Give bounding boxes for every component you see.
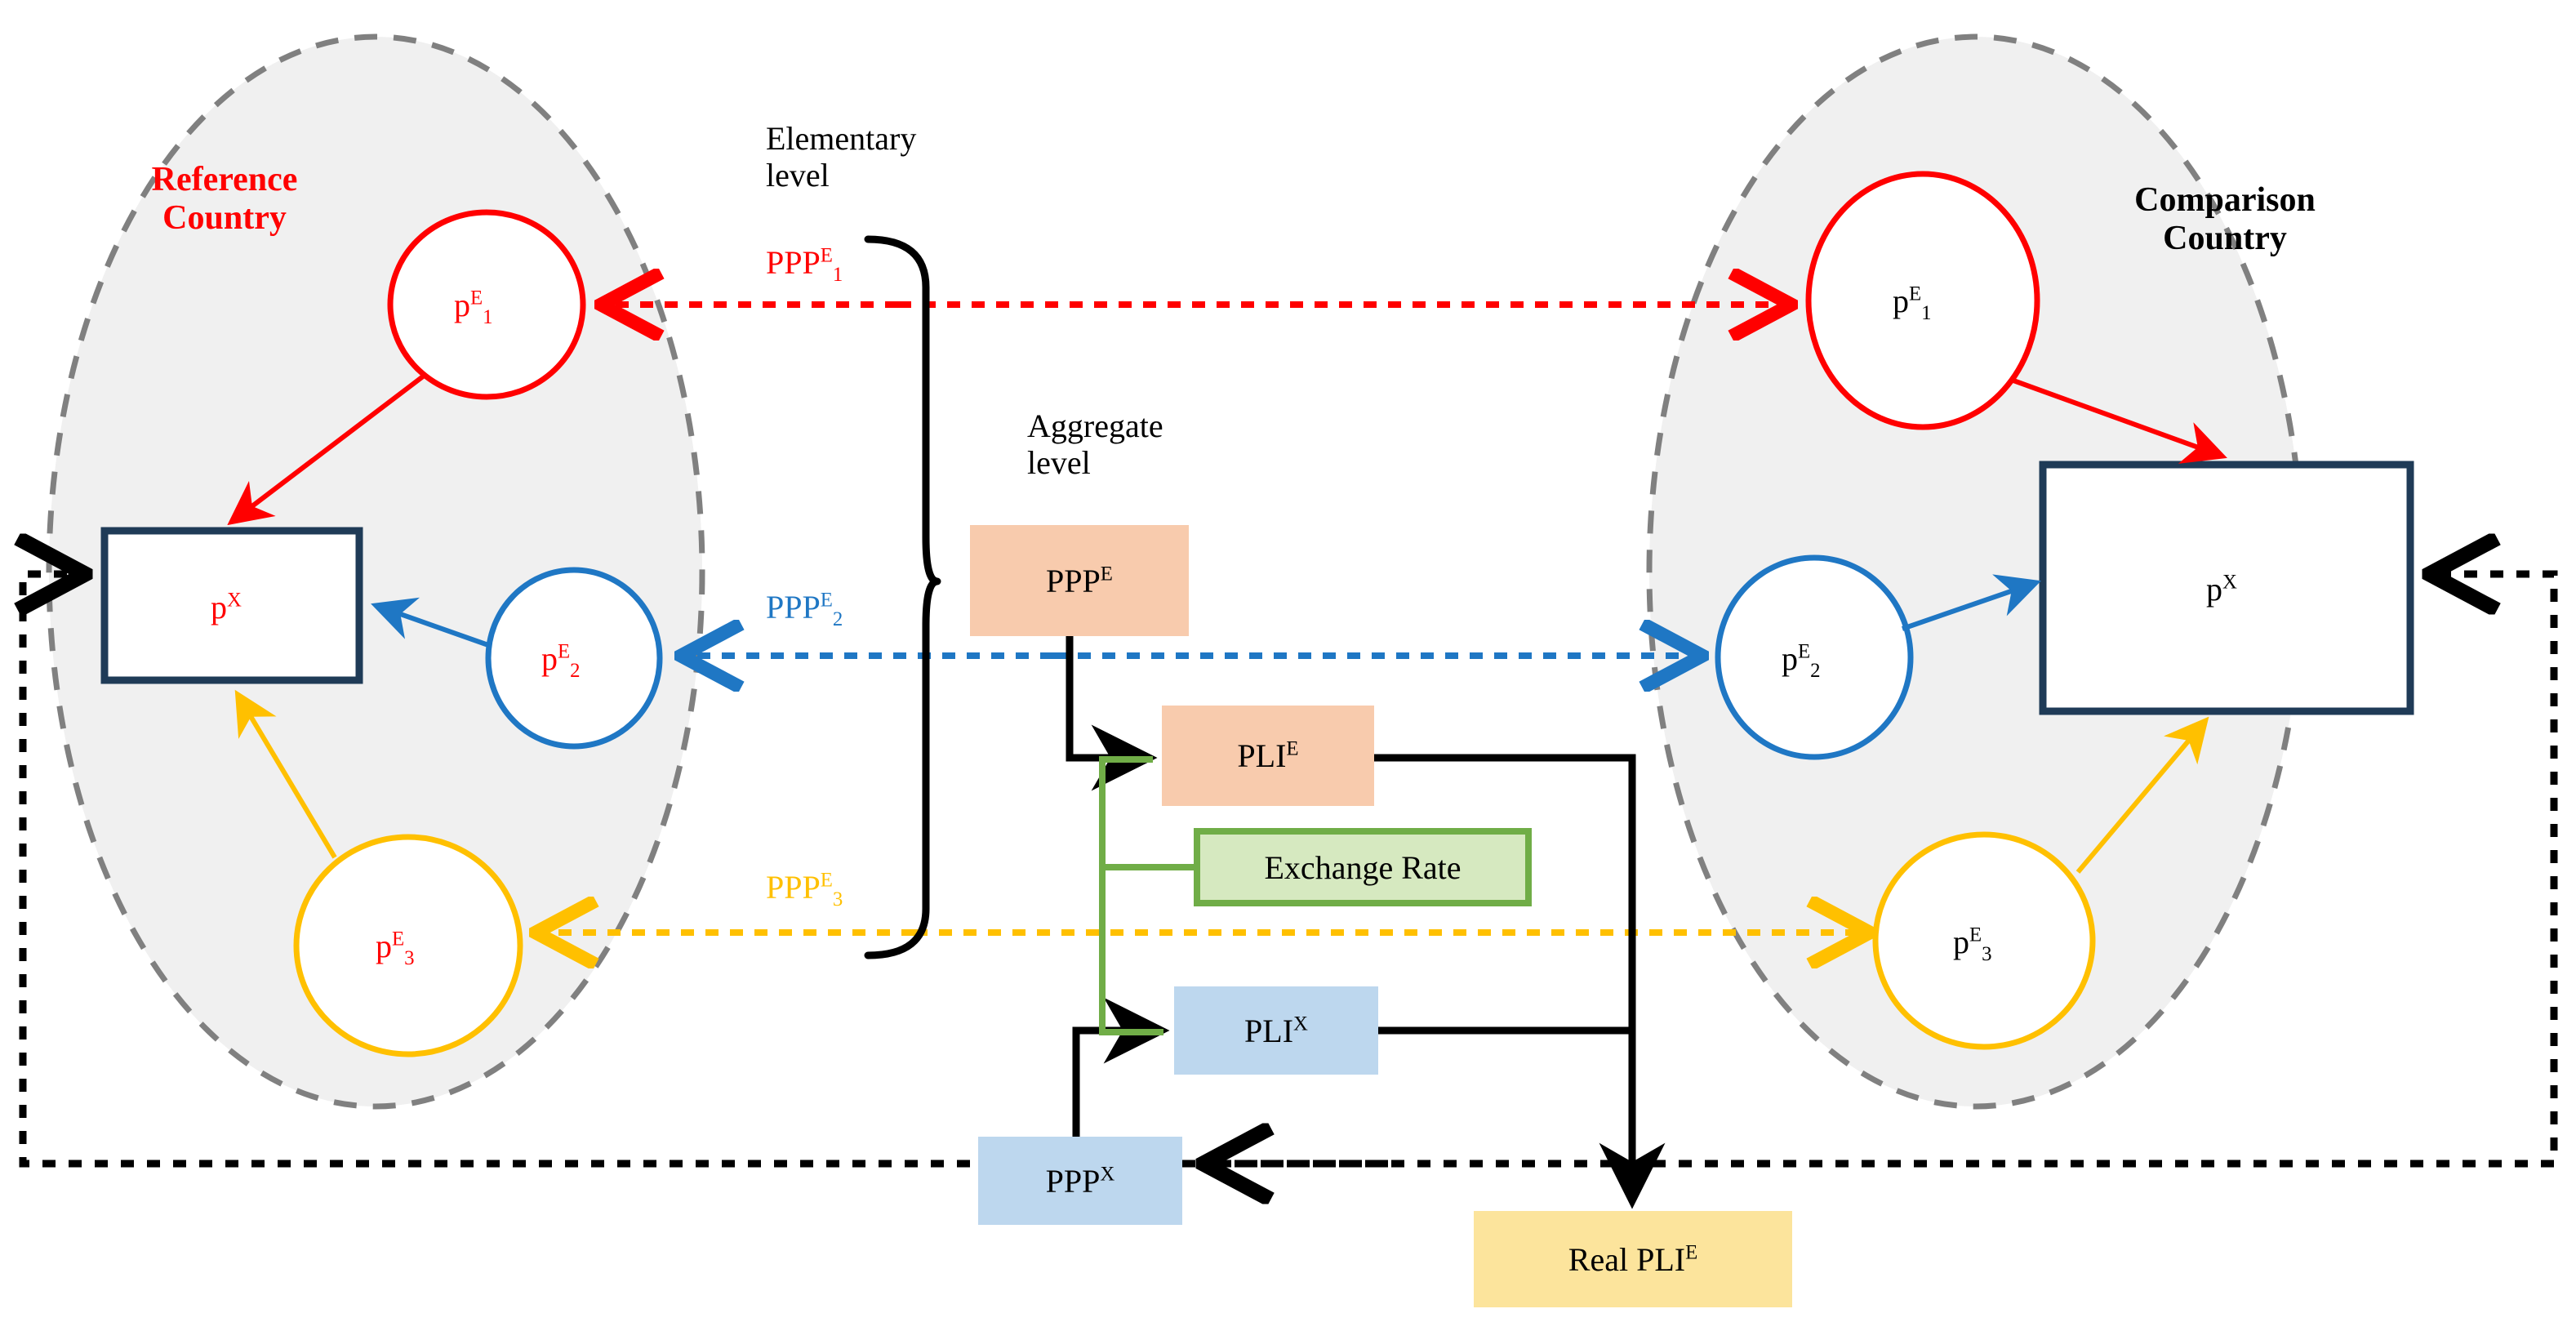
comparison-country-label: Comparison Country [2134,181,2316,258]
ref-p-E-2-ellipse [485,567,663,750]
elementary-level-label: Elementary level [766,120,917,194]
feedback-loop-right [1182,574,2558,1168]
pli-x-box-rect[interactable] [1174,986,1378,1075]
ref-p-E-3-label: pE3 [376,928,415,969]
cmp-p-E-1-label: pE1 [1893,283,1932,324]
cmp-arrow-pE3-to-pX [2075,716,2209,874]
ref-arrow-pE2-to-pX [371,597,489,648]
exchange-rate-box-rect[interactable] [1194,828,1532,906]
cmp-p-E-2-label: pE2 [1782,640,1821,682]
feedback-loop-left [23,574,970,1168]
cmp-p-E-1-ellipse [1805,171,2040,430]
pli-e-box-rect[interactable] [1162,706,1374,806]
ref-p-X-box [100,527,363,684]
ref-p-X-label: pX [211,589,242,625]
ppp-e-2-superscript: E [820,589,833,612]
ref-p-E-1-ellipse [387,209,586,400]
cmp-p-E-2-ellipse [1715,554,1914,760]
ppp-e-2-label: PPPE2 [766,589,843,630]
ppp-e-box-rect[interactable] [970,525,1189,636]
connector-exchangerate-to-pliE [1099,756,1197,870]
real-pli-e-box-rect[interactable] [1474,1211,1792,1307]
aggregation-brace [864,235,941,959]
ref-arrow-pE1-to-pX [227,372,428,526]
ppp-e-2-subscript: 2 [832,608,843,630]
ref-p-E-3-ellipse [293,834,523,1057]
ppp-e-3-label: PPPE3 [766,869,843,910]
connector-pppX-to-pliX [1072,997,1170,1137]
ppp-e-3-superscript: E [820,869,833,892]
connector-pliE-to-realpliE [1374,754,1666,1209]
cmp-arrow-pE1-to-pX [2012,378,2227,464]
ppp-e-1-subscript: 1 [832,264,843,286]
cmp-arrow-pE2-to-pX [1902,574,2041,631]
ref-arrow-pE3-to-pX [234,689,337,859]
ppp-e-3-subscript: 3 [832,888,843,910]
connector-exchangerate-to-pliX [1099,867,1163,1035]
cmp-p-X-label: pX [2206,571,2237,608]
aggregate-level-label: Aggregate level [1027,407,1163,481]
ppp-e-1-label: PPPE1 [766,244,843,286]
ref-p-E-1-label: pE1 [454,287,493,328]
ppp-x-box-rect[interactable] [978,1137,1182,1225]
reference-country-label: Reference Country [151,161,298,238]
ref-p-E-2-label: pE2 [541,640,581,682]
ppp-e-1-superscript: E [820,244,833,267]
cmp-p-X-box [2039,461,2414,715]
cmp-p-E-3-label: pE3 [1953,924,1992,965]
